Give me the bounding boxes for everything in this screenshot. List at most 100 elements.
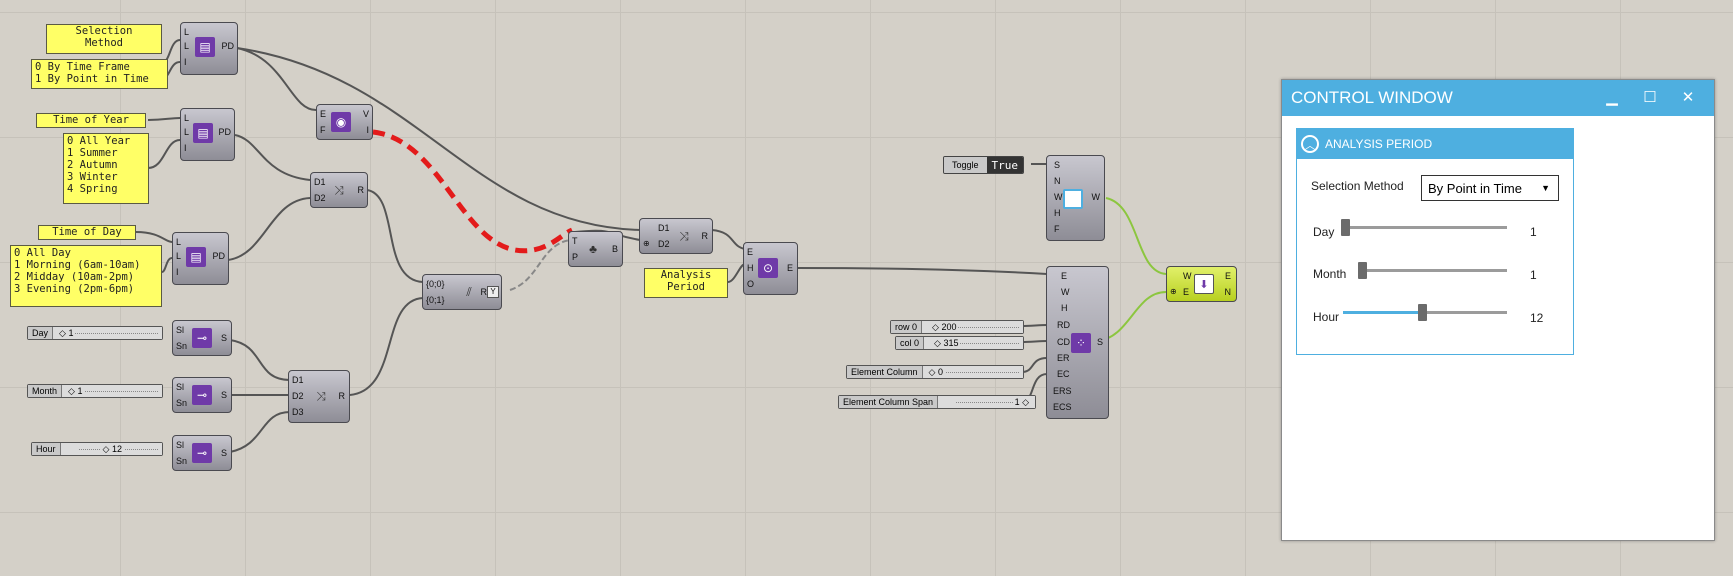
day-slider-track[interactable]	[1341, 226, 1507, 229]
slider-element-day[interactable]: Sl Sn ⊸ S	[172, 320, 232, 356]
list-item: 1 Morning (6am-10am)	[14, 259, 141, 271]
wire	[227, 197, 311, 261]
wire	[135, 231, 173, 243]
merge-component-3[interactable]: D1 D2 D3 ⤨ R	[288, 370, 350, 423]
merge-arrows-icon: ⤨	[334, 182, 344, 197]
tree-icon: ♣	[589, 242, 597, 256]
day-label: Day	[1313, 225, 1335, 239]
grid-layout-icon: ⁘	[1071, 333, 1091, 353]
hour-slider-fill	[1343, 311, 1422, 314]
window-component[interactable]: S N W H F W	[1046, 155, 1105, 241]
maximize-button[interactable]: ☐	[1643, 89, 1657, 106]
month-slider-thumb[interactable]	[1358, 262, 1367, 279]
element-column-slider[interactable]: Element Column◇ 0	[846, 365, 1024, 379]
minimize-button[interactable]: ▁	[1606, 89, 1618, 106]
col-number-slider[interactable]: col 0◇ 315	[895, 336, 1024, 350]
selection-method-dropdown[interactable]: By Point in Time▼	[1421, 175, 1559, 201]
path-mapper-icon: ⫽	[466, 284, 472, 299]
slider-icon: ⊸	[192, 328, 212, 348]
list-icon: ▤	[193, 123, 213, 143]
dropdown-arrow-icon: ▼	[1541, 183, 1550, 193]
month-slider-track[interactable]	[1358, 269, 1507, 272]
list-item: 1 Summer	[67, 147, 118, 159]
path-mapper-component[interactable]: {0;0} {0;1} ⫽ R Y	[422, 274, 502, 310]
merge-arrows-icon: ⤨	[316, 388, 326, 403]
slider-element-month[interactable]: Sl Sn ⊸ S	[172, 377, 232, 413]
analysis-period-group: ︿ ANALYSIS PERIOD Selection Method By Po…	[1296, 128, 1574, 355]
hour-label: Hour	[1313, 310, 1340, 324]
close-button[interactable]: ✕	[1681, 89, 1695, 106]
list-item: 0 All Year	[67, 135, 131, 147]
slider-icon: ⊸	[192, 443, 212, 463]
pd-component-1[interactable]: L L I ▤ PD	[180, 22, 238, 75]
hour-value: 12	[1530, 311, 1544, 325]
merge-component-2[interactable]: D1 ⊕ D2 ⤨ R	[639, 218, 713, 254]
selection-method-label: Selection Method	[1311, 179, 1404, 193]
download-arrow-icon: ⬇	[1194, 274, 1214, 294]
layout-component[interactable]: E W H RD CD ER EC ERS ECS ⁘ S	[1046, 266, 1109, 419]
analysis-period-header[interactable]: ︿ ANALYSIS PERIOD	[1297, 129, 1573, 159]
selection-method-panel[interactable]: Selection Method	[46, 24, 162, 54]
wire	[1021, 357, 1048, 373]
wire	[229, 339, 291, 381]
window-title-bar[interactable]: CONTROL WINDOW	[1282, 80, 1714, 116]
flatten-icon: ⊕	[643, 239, 650, 248]
hour-slider-thumb[interactable]	[1418, 304, 1427, 321]
month-value: 1	[1530, 268, 1537, 282]
day-slider-thumb[interactable]	[1341, 219, 1350, 236]
signal-icon: ◉	[331, 112, 351, 132]
tree-branch-component[interactable]: T P ♣ B	[568, 231, 623, 267]
wire	[147, 117, 181, 121]
list-item: 2 Autumn	[67, 159, 118, 171]
year-options-panel[interactable]: 0 All Year 1 Summer 2 Autumn 3 Winter 4 …	[63, 133, 149, 204]
list-item: 0 All Day	[14, 247, 71, 259]
wire	[236, 47, 641, 231]
month-number-slider[interactable]: Month◇ 1	[27, 384, 163, 398]
time-of-year-panel[interactable]: Time of Year	[36, 113, 146, 128]
wire	[509, 239, 571, 291]
time-of-day-panel[interactable]: Time of Day	[38, 225, 136, 240]
evaluate-component[interactable]: E F ◉ V I	[316, 104, 373, 140]
wire	[796, 267, 1048, 275]
wire	[234, 134, 311, 181]
wire	[711, 229, 746, 250]
wire	[1021, 340, 1048, 343]
row-number-slider[interactable]: row 0◇ 200	[890, 320, 1024, 334]
window-element-component[interactable]: E H O ⊙ E	[743, 242, 798, 295]
list-icon: ▤	[186, 247, 206, 267]
expander-icon: ⊙	[758, 258, 778, 278]
list-item: 4 Spring	[67, 183, 118, 195]
slider-element-hour[interactable]: Sl Sn ⊸ S	[172, 435, 232, 471]
wire	[366, 189, 424, 283]
list-item: 0 By Time Frame	[35, 61, 130, 73]
pd-component-2[interactable]: L L I ▤ PD	[180, 108, 235, 161]
list-item: 3 Winter	[67, 171, 118, 183]
window-icon	[1063, 189, 1083, 209]
list-item: 1 By Point in Time	[35, 73, 149, 85]
control-window[interactable]: CONTROL WINDOW ▁ ☐ ✕ ︿ ANALYSIS PERIOD S…	[1281, 79, 1715, 541]
hour-number-slider[interactable]: Hour◇ 12	[31, 442, 163, 456]
merge-arrows-icon: ⤨	[679, 228, 689, 243]
day-value: 1	[1530, 225, 1537, 239]
wire	[1021, 324, 1048, 327]
merge-component-1[interactable]: D1 D2 ⤨ R	[310, 172, 368, 208]
list-item: 2 Midday (10am-2pm)	[14, 271, 135, 283]
selection-options-panel[interactable]: 0 By Time Frame 1 By Point in Time	[31, 59, 168, 89]
month-label: Month	[1313, 267, 1347, 281]
collapse-chevron-icon[interactable]: ︿	[1301, 135, 1319, 153]
slider-icon: ⊸	[192, 385, 212, 405]
pd-component-3[interactable]: L L I ▤ PD	[172, 232, 229, 285]
selected-wire	[372, 129, 574, 254]
wire	[229, 411, 291, 453]
graft-icon: Y	[487, 286, 499, 298]
analysis-period-panel[interactable]: Analysis Period	[644, 268, 728, 298]
wire	[161, 257, 173, 273]
day-number-slider[interactable]: Day◇ 1	[27, 326, 163, 340]
window-output-component[interactable]: W ⊕ E ⬇ E N	[1166, 266, 1237, 302]
wire	[236, 47, 317, 111]
wire-green	[1105, 197, 1167, 275]
day-options-panel[interactable]: 0 All Day 1 Morning (6am-10am) 2 Midday …	[10, 245, 162, 307]
